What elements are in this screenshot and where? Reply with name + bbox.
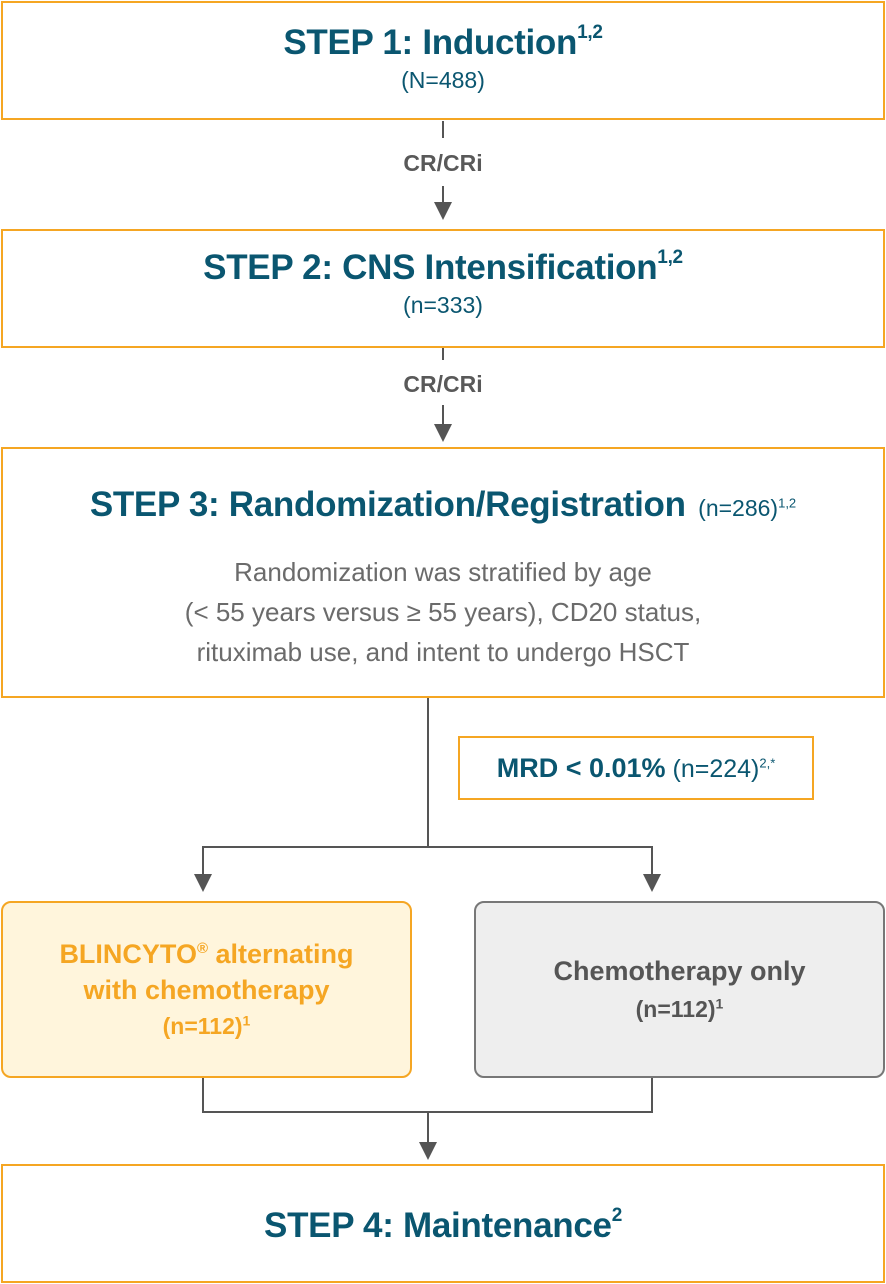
arm-blincyto-footnote-ref: 1 (242, 1011, 251, 1028)
step3-title: STEP 3: Randomization/Registration (89, 485, 686, 524)
arm-blincyto-line1: BLINCYTO® alternating (59, 936, 353, 972)
arrowhead-to-step2 (434, 202, 452, 220)
step3-desc-line3: rituximab use, and intent to undergo HSC… (196, 637, 690, 667)
step4-title-text: STEP 4: Maintenance (264, 1206, 612, 1245)
arm-chemo-count: (n=112) (635, 995, 716, 1022)
edge2-label: CR/CRi (403, 371, 483, 397)
step3-footnote-ref: 1,2 (778, 495, 797, 511)
step4-box: STEP 4: Maintenance2 (1, 1164, 885, 1283)
arm-chemo-count-row: (n=112)1 (636, 990, 724, 1028)
step2-footnote-ref: 1,2 (657, 247, 683, 269)
connector-split (202, 846, 653, 874)
arm-blincyto-reg: ® (196, 939, 209, 957)
step3-count: (n=286)1,2 (698, 495, 796, 521)
step3-desc-line1: Randomization was stratified by age (234, 557, 652, 587)
step2-count: (n=333) (403, 292, 483, 318)
step1-box: STEP 1: Induction1,2 (N=488) (1, 1, 885, 120)
arm-chemo-footnote-ref: 1 (715, 994, 724, 1011)
connector-merge (202, 1077, 653, 1113)
arrowhead-to-step3 (434, 424, 452, 442)
arm-chemo-box: Chemotherapy only (n=112)1 (474, 901, 885, 1078)
mrd-count: (n=224) (672, 755, 760, 783)
arrowhead-to-chemo (643, 874, 661, 892)
mrd-label: MRD < 0.01% (496, 753, 666, 783)
step4-title: STEP 4: Maintenance2 (3, 1204, 883, 1248)
step2-title-text: STEP 2: CNS Intensification (203, 248, 658, 287)
arm-blincyto-count: (n=112) (162, 1012, 243, 1039)
step2-box: STEP 2: CNS Intensification1,2 (n=333) (1, 229, 885, 348)
step3-count-text: (n=286) (698, 495, 779, 521)
arm-chemo-name: Chemotherapy only (553, 955, 806, 986)
mrd-footnote-ref: 2,* (759, 755, 776, 771)
step3-description: Randomization was stratified by age (< 5… (3, 552, 883, 672)
step2-title: STEP 2: CNS Intensification1,2 (3, 246, 883, 290)
step1-count: (N=488) (401, 67, 485, 93)
step3-title-row: STEP 3: Randomization/Registration (n=28… (3, 481, 883, 536)
step3-box: STEP 3: Randomization/Registration (n=28… (1, 447, 885, 698)
step1-footnote-ref: 1,2 (577, 22, 603, 44)
mrd-box: MRD < 0.01% (n=224)2,* (458, 736, 814, 800)
edge1-label: CR/CRi (403, 150, 483, 176)
arrowhead-to-blincyto (194, 874, 212, 892)
step1-title: STEP 1: Induction1,2 (3, 21, 883, 65)
step3-desc-line2: (< 55 years versus ≥ 55 years), CD20 sta… (184, 597, 702, 627)
arm-blincyto-box: BLINCYTO® alternating with chemotherapy … (1, 901, 412, 1078)
arm-blincyto-name-rest: alternating (208, 938, 354, 969)
arm-blincyto-count-row: (n=112)1 (163, 1008, 251, 1044)
step4-footnote-ref: 2 (611, 1205, 623, 1227)
arm-blincyto-name: BLINCYTO (59, 938, 197, 969)
arrowhead-to-step4 (419, 1142, 437, 1160)
step1-title-text: STEP 1: Induction (283, 23, 578, 62)
arm-blincyto-line2: with chemotherapy (83, 974, 330, 1005)
